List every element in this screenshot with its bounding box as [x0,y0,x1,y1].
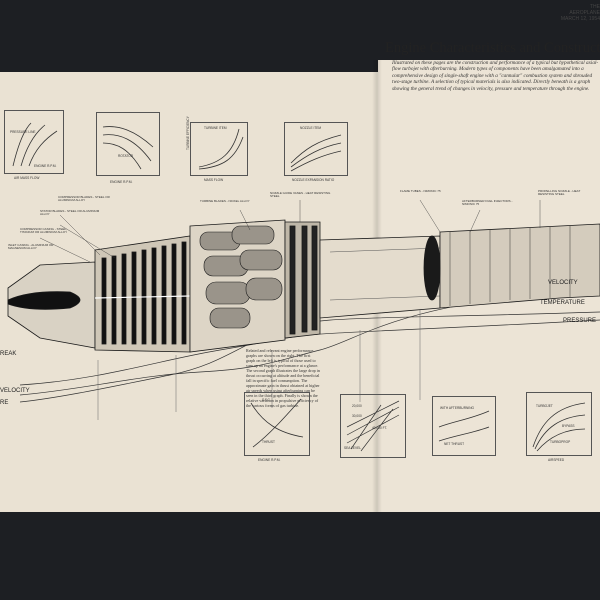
bottom-chart-2-label-b: 30,000 [352,414,362,418]
top-chart-rpm [96,112,160,176]
engine-body [7,219,600,353]
label-temperature: TEMPERATURE [540,300,585,306]
page-title: Engine Characteristics and Construction [385,40,600,56]
bottom-chart-4-xlabel: AIRSPEED [548,458,565,462]
bottom-chart-3-label-b: NET THRUST [444,442,465,446]
bottom-chart-2-label-a: 20,000 [352,404,362,408]
top-chart-2-xlabel: ENGINE R.P.M. [110,180,133,184]
callout-inlet-casing: INLET CASING - ALUMINIUM OR MAGNESIUM AL… [8,243,54,251]
magazine-date: MARCH 12, 1954 [560,16,600,22]
bottom-chart-altitude [340,394,406,458]
intro-paragraph: Illustrated on these pages are the const… [392,60,599,92]
performance-caption: Related and relevant engine performance … [246,348,320,408]
top-chart-3-label-a: TURBINE ITEM [204,126,227,130]
label-velocity: VELOCITY [548,280,578,286]
callout-propelling-nozzle: PROPELLING NOZZLE - HEAT RESISTING STEEL [538,189,581,197]
top-chart-turbine [190,122,248,176]
bottom-chart-afterburning [432,396,496,456]
label-left-velocity: VELOCITY [0,388,30,394]
top-chart-2-label-a: ROTATOR [118,154,134,158]
bottom-chart-4-label-a: TURBOJET [536,404,553,408]
magazine-header: THE AEROPLANE MARCH 12, 1954 [560,4,600,22]
top-chart-3-xlabel: MASS FLOW [204,178,224,182]
callout-compressor-blades: COMPRESSOR BLADES - STEEL OR ALUMINIUM A… [58,195,110,203]
top-chart-1-label-a: PRESSURE LINE [10,130,36,134]
bottom-chart-2-label-d: SEA LEVEL [344,446,362,450]
label-pressure: PRESSURE [563,318,597,324]
bottom-chart-3-label-a: WITH AFTERBURNING [440,406,474,410]
bottom-chart-1-label-b: THRUST [262,440,275,444]
top-chart-4-xlabel: NOZZLE EXPANSION RATIO [292,178,335,182]
top-chart-nozzle [284,122,348,176]
callout-afterburner-injectors: AFTERBURNER FUEL INJECTORS - NIMONIC 75 [462,199,513,207]
callout-stator-blades: STATOR BLADES - STEEL OR ALUMINIUM ALLOY [40,209,100,217]
bottom-chart-propulsive-efficiency [526,392,592,456]
bottom-chart-2-label-c: 40,000 FT. [372,426,388,430]
top-chart-1-label-b: ENGINE R.P.M. [34,164,57,168]
callout-flame-tubes: FLAME TUBES - NIMONIC 75 [400,189,441,193]
callout-turbine-blades: TURBINE BLADES - NICKEL ALLOY [200,199,250,203]
label-left-re: RE [0,400,9,406]
top-chart-1-xlabel: AIR MASS FLOW [14,176,40,180]
top-chart-4-label-a: NOZZLE ITEM [300,126,322,130]
top-chart-3-ylabel: TURBINE EFFICIENCY [186,116,190,150]
bottom-chart-1-xlabel: ENGINE R.P.M. [258,458,281,462]
label-left-break: REAK [0,351,17,357]
top-chart-compressor [4,110,64,174]
bottom-chart-4-label-c: TURBOPROP [550,440,571,444]
bottom-chart-4-label-b: BYPASS [562,424,575,428]
bottom-chart-sfc-thrust [244,392,310,456]
callout-nozzle-guide-vanes: NOZZLE GUIDE VANES - HEAT RESISTING STEE… [270,191,331,199]
magazine-name: THE AEROPLANE [569,4,600,16]
bottom-chart-1-label-a: S.F.C. [262,398,271,402]
callout-compressor-casing: COMPRESSOR CASING - STEEL, TITANIUM OR A… [20,227,68,235]
